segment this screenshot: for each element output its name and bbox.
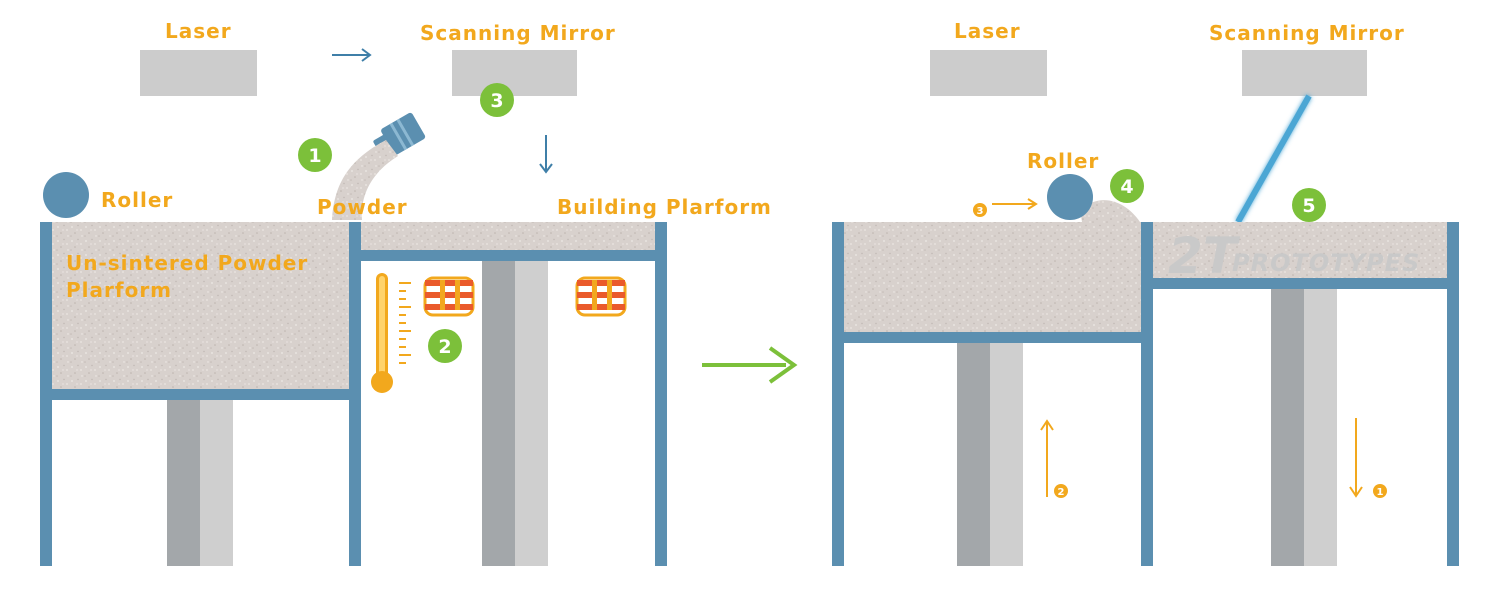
piston-left bbox=[167, 400, 233, 566]
svg-text:4: 4 bbox=[1120, 176, 1133, 198]
laser-label: Laser bbox=[165, 19, 232, 43]
piston-feed-right bbox=[957, 343, 1023, 566]
move-marker-2: 2 bbox=[1040, 419, 1068, 498]
building-platform-label: Building Plarform bbox=[557, 195, 772, 219]
powder-dispenser-icon bbox=[373, 112, 426, 156]
building-platform-powder bbox=[361, 222, 655, 250]
step-badge-4: 4 bbox=[1110, 169, 1144, 203]
step-badge-2: 2 bbox=[428, 329, 462, 363]
arrow-right-icon bbox=[332, 48, 372, 62]
move-marker-3: 3 bbox=[973, 198, 1038, 217]
build-powder-bed bbox=[1153, 222, 1447, 278]
svg-text:3: 3 bbox=[490, 90, 503, 112]
thermometer-icon bbox=[371, 273, 411, 393]
right-chamber-frame bbox=[832, 222, 1459, 566]
right-panel: Laser Scanning Mirror Roller 4 5 3 2 bbox=[832, 19, 1459, 566]
svg-text:1: 1 bbox=[1377, 487, 1384, 498]
step-badge-1: 1 bbox=[298, 138, 332, 172]
svg-text:PROTOTYPES: PROTOTYPES bbox=[1232, 249, 1420, 277]
roller-label-right: Roller bbox=[1027, 149, 1099, 173]
svg-text:5: 5 bbox=[1302, 195, 1315, 217]
unsintered-powder-bed bbox=[52, 222, 349, 389]
scanning-mirror-label-right: Scanning Mirror bbox=[1209, 21, 1405, 45]
left-chamber-frame bbox=[40, 222, 667, 566]
move-marker-1: 1 bbox=[1349, 418, 1387, 498]
roller-label-left: Roller bbox=[101, 188, 173, 212]
svg-text:2: 2 bbox=[1058, 487, 1065, 498]
heater-icon bbox=[423, 276, 475, 317]
svg-text:2: 2 bbox=[438, 336, 451, 358]
step-badge-3: 3 bbox=[480, 83, 514, 117]
arrow-down-icon bbox=[539, 135, 553, 174]
unsintered-powder-label-2: Plarform bbox=[66, 278, 172, 302]
svg-text:1: 1 bbox=[308, 145, 321, 167]
piston-build-right bbox=[1271, 289, 1337, 566]
laser-beam-diagonal bbox=[1235, 94, 1312, 224]
feed-powder-bed bbox=[844, 222, 1141, 332]
roller-powder-trail bbox=[1080, 200, 1140, 222]
roller-left bbox=[43, 172, 89, 218]
unsintered-powder-label: Un-sintered Powder bbox=[66, 251, 308, 275]
heater-icon-2 bbox=[575, 276, 627, 317]
piston-building bbox=[482, 261, 548, 566]
scanning-mirror-device bbox=[452, 50, 577, 96]
scanning-mirror-label: Scanning Mirror bbox=[420, 21, 616, 45]
transition-arrow-icon bbox=[702, 346, 798, 384]
step-badge-5: 5 bbox=[1292, 188, 1326, 222]
laser-label-right: Laser bbox=[954, 19, 1021, 43]
scanning-mirror-device-right bbox=[1242, 50, 1367, 96]
roller-right bbox=[1047, 174, 1093, 220]
laser-device bbox=[140, 50, 257, 96]
laser-device-right bbox=[930, 50, 1047, 96]
svg-text:2T: 2T bbox=[1168, 227, 1241, 285]
svg-text:3: 3 bbox=[977, 206, 984, 217]
left-panel: Laser Scanning Mirror 3 1 2 bbox=[40, 19, 772, 566]
powder-stream bbox=[332, 140, 398, 220]
powder-label: Powder bbox=[317, 195, 408, 219]
prototypes-logo: 2T PROTOTYPES bbox=[1168, 227, 1420, 285]
